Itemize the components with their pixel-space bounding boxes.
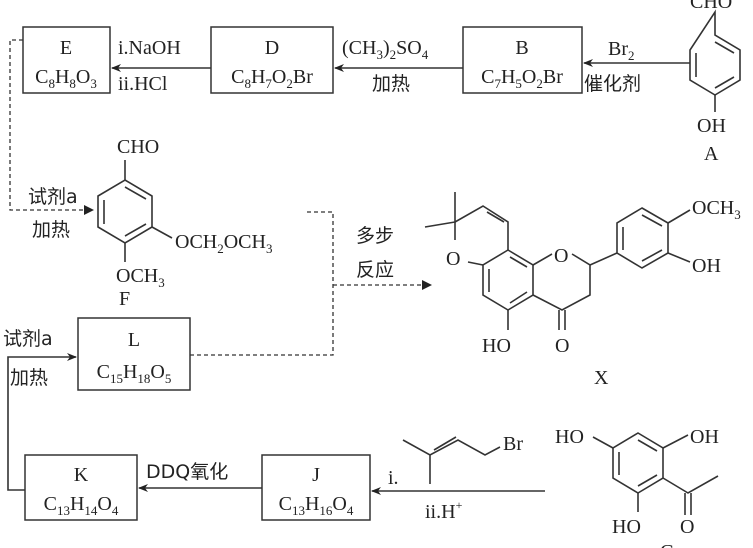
compound-d-formula: C8H7O2Br	[231, 66, 313, 91]
arrow-e-to-f	[9, 39, 92, 211]
compound-g-label: G	[660, 541, 674, 548]
reagent-reaction: 反应	[356, 259, 394, 281]
compound-b-formula: C7H5O2Br	[481, 66, 563, 91]
compound-e-label: E	[60, 37, 72, 59]
arrowhead-e-to-f	[84, 205, 94, 215]
compound-l-label: L	[128, 329, 140, 351]
compound-x-ho: HO	[482, 335, 511, 357]
compound-a-label: A	[704, 143, 719, 165]
compound-d-box: D C8H7O2Br	[210, 26, 334, 94]
reagent-heat-2: 加热	[32, 219, 70, 241]
reagent-heat-1: 加热	[372, 73, 410, 95]
prenyl-br: Br	[503, 433, 523, 455]
compound-e-box: E C8H8O3	[22, 26, 111, 94]
compound-f-och3: OCH3	[116, 265, 165, 290]
reagent-ddq: DDQ氧化	[146, 461, 228, 483]
compound-j-label: J	[312, 464, 320, 486]
reagent-br2: Br2	[608, 38, 635, 63]
compound-j-box: J C13H16O4	[261, 454, 371, 521]
compound-d-label: D	[265, 37, 279, 59]
reagent-a-2: 试剂a	[3, 328, 53, 350]
compound-g-oh-right: OH	[690, 426, 719, 448]
reagent-catalyst: 催化剂	[584, 73, 641, 95]
compound-k-box: K C13H14O4	[24, 454, 138, 521]
compound-x-och3: OCH3	[692, 197, 741, 222]
compound-x-pyran-o: O	[446, 248, 460, 270]
arrowhead-to-x	[422, 280, 432, 290]
compound-a: CHO OH A	[689, 0, 741, 165]
compound-x: O O O HO OCH3 OH X	[424, 192, 741, 389]
compound-f-cho: CHO	[117, 136, 159, 158]
compound-l-formula: C15H18O5	[97, 361, 172, 386]
compound-g: HO OH HO O G	[555, 426, 719, 548]
compound-g-keto-o: O	[680, 516, 694, 538]
compound-x-keto-o: O	[555, 335, 569, 357]
compound-a-cho: CHO	[690, 0, 732, 13]
compound-b-label: B	[515, 37, 528, 59]
reagent-naoh: i.NaOH	[118, 37, 181, 59]
compound-a-oh: OH	[697, 115, 726, 137]
compound-x-chromanone-o: O	[554, 245, 568, 267]
compound-e-formula: C8H8O3	[35, 66, 97, 91]
reagent-heat-3: 加热	[10, 367, 48, 389]
reagent-step-i: i.	[388, 467, 399, 489]
prenyl-bromide: Br	[402, 433, 523, 484]
compound-x-label: X	[594, 367, 609, 389]
compound-x-oh: OH	[692, 255, 721, 277]
reagent-hcl: ii.HCl	[118, 73, 168, 95]
compound-k-label: K	[74, 464, 89, 486]
arrow-k-to-l	[7, 353, 77, 491]
compound-j-formula: C13H16O4	[279, 493, 354, 518]
reagent-multistep: 多步	[356, 225, 394, 247]
compound-g-ho-bottom: HO	[612, 516, 641, 538]
reagent-a-1: 试剂a	[28, 186, 78, 208]
compound-g-ho-left: HO	[555, 426, 584, 448]
compound-f-label: F	[119, 288, 130, 310]
reagent-acid: ii.H+	[425, 498, 463, 523]
reagent-dimethyl-sulfate: (CH3)2SO4	[342, 37, 429, 62]
compound-f-och2och3: OCH2OCH3	[175, 231, 272, 256]
compound-f: CHO OCH2OCH3 OCH3 F	[97, 136, 272, 310]
compound-l-box: L C15H18O5	[77, 317, 191, 391]
connector-f-l	[190, 211, 334, 356]
compound-b-box: B C7H5O2Br	[462, 26, 583, 94]
compound-k-formula: C13H14O4	[44, 493, 119, 518]
